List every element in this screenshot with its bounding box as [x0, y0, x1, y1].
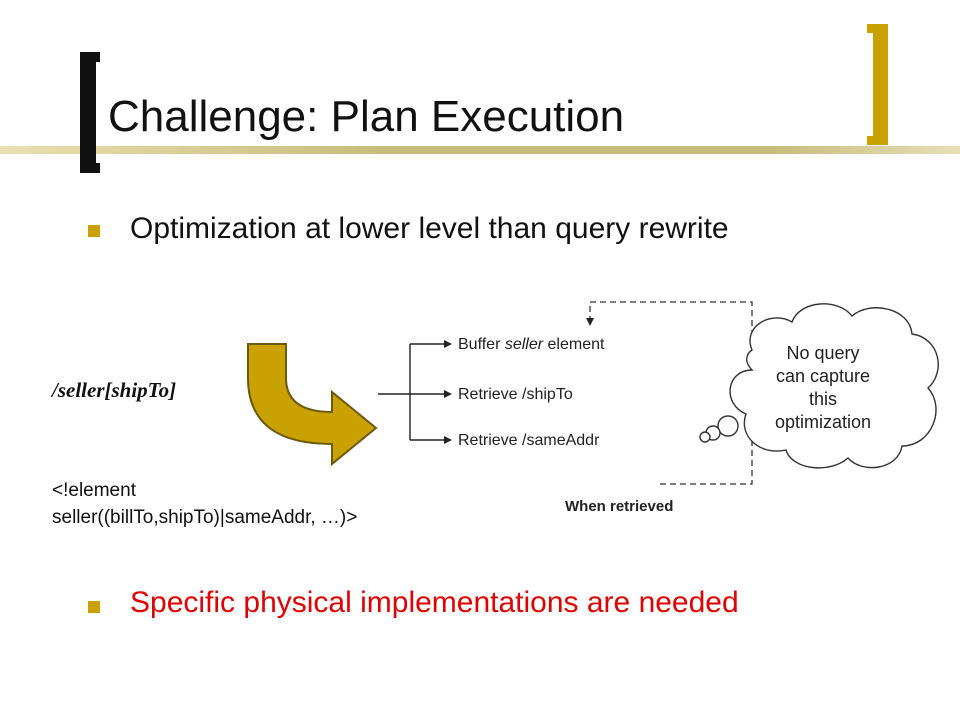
curved-arrow-icon	[247, 343, 378, 467]
when-retrieved-label: When retrieved	[565, 498, 674, 515]
dtd-line-1: <!element	[52, 480, 136, 501]
dtd-declaration: <!element seller((billTo,shipTo)|sameAdd…	[52, 477, 357, 531]
step-1-post: element	[543, 336, 605, 353]
bullet-2-text: Specific physical implementations are ne…	[130, 586, 739, 619]
arrowhead-icon	[444, 436, 452, 444]
step-3-text: Retrieve /sameAddr	[458, 432, 600, 449]
step-2-text: Retrieve /shipTo	[458, 386, 573, 403]
arrowhead-icon	[444, 340, 452, 348]
cloud-text: No query can capture this optimization	[748, 342, 898, 434]
title-accent-bar	[0, 146, 960, 154]
step-1-em: seller	[504, 336, 544, 353]
cloud-line-2: can capture	[775, 366, 871, 386]
arrowhead-icon	[444, 390, 452, 398]
bullet-1-text: Optimization at lower level than query r…	[130, 212, 729, 245]
step-retrieve-shipto: Retrieve /shipTo	[458, 386, 573, 404]
cloud-line-1: No query	[786, 343, 860, 363]
left-bracket-top	[80, 52, 100, 62]
bullet-marker-2	[88, 601, 100, 613]
cloud-line-4: optimization	[774, 412, 872, 432]
step-1-pre: Buffer	[458, 336, 505, 353]
loop-arrowhead-icon	[586, 318, 594, 326]
right-bracket-top	[867, 24, 888, 33]
slide-title: Challenge: Plan Execution	[108, 92, 625, 141]
xpath-expression: /seller[shipTo]	[52, 378, 177, 402]
cloud-line-3: this	[808, 389, 837, 409]
thought-cloud-icon	[699, 303, 939, 469]
dtd-line-2: seller((billTo,shipTo)|sameAddr, …)>	[52, 507, 358, 528]
right-bracket	[873, 24, 888, 145]
left-bracket-bottom	[80, 163, 100, 173]
step-retrieve-sameaddr: Retrieve /sameAddr	[458, 432, 599, 450]
left-bracket	[80, 52, 96, 173]
bullet-marker-1	[88, 225, 100, 237]
right-bracket-bottom	[867, 136, 888, 145]
step-buffer-seller: Buffer seller element	[458, 336, 604, 354]
